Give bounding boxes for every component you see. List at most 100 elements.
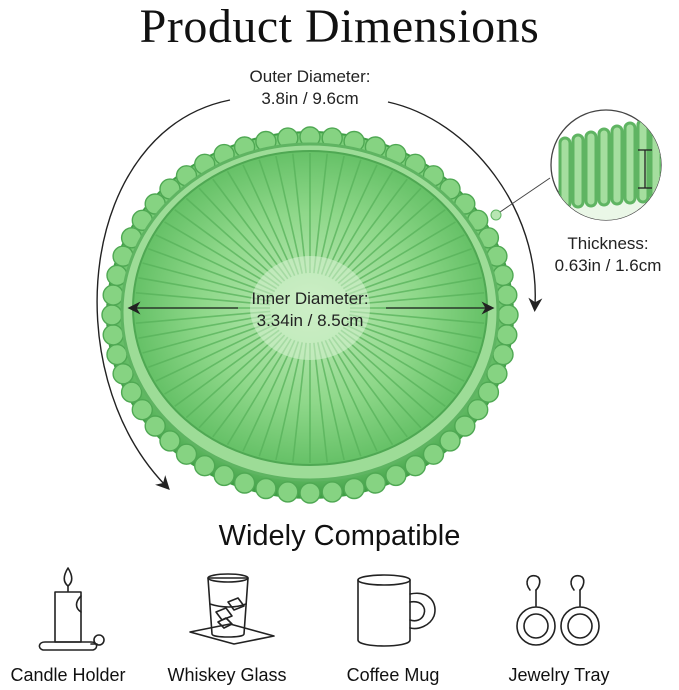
glass-rib	[313, 153, 328, 274]
rim-scallop	[486, 363, 508, 385]
glass-rib	[342, 326, 456, 395]
rim-scallop	[404, 455, 426, 477]
glass-rib	[138, 314, 271, 339]
glass-rib	[155, 234, 276, 293]
rim-scallop	[364, 472, 387, 494]
glass-rib	[242, 339, 296, 452]
glass-rib	[198, 334, 286, 429]
glass-rib	[317, 155, 345, 274]
rim-scallop	[467, 399, 489, 421]
rim-scallop	[213, 464, 235, 487]
glass-rib	[328, 170, 394, 278]
earrings-icon	[516, 574, 600, 646]
use-whiskey-glass-label: Whiskey Glass	[167, 665, 287, 685]
thickness-caption: Thickness:	[567, 234, 649, 253]
rim-scallop	[496, 284, 518, 306]
glass-rib	[317, 342, 345, 461]
glass-rib	[164, 326, 278, 395]
glass-rib	[313, 342, 328, 463]
glass-rib	[226, 338, 292, 446]
glass-rib	[212, 336, 289, 438]
glass-rib	[349, 314, 482, 339]
glass-rib	[275, 342, 303, 461]
outer-diameter-arrow-right	[387, 101, 543, 312]
glass-rib	[331, 178, 408, 280]
glass-rib	[142, 262, 272, 299]
inner-diameter-value: 3.34in / 8.5cm	[256, 311, 364, 330]
use-coffee-mug-label: Coffee Mug	[346, 665, 440, 685]
glass-rib	[135, 310, 271, 324]
glass-rib	[349, 310, 485, 324]
rim-scallop	[321, 481, 343, 503]
outer-diameter-label: Outer Diameter: 3.8in / 9.6cm	[205, 66, 415, 110]
rim-scallop	[112, 363, 134, 385]
glass-rib	[185, 197, 283, 284]
glass-rib	[135, 292, 271, 306]
glass-rib	[344, 234, 465, 293]
glass-rib	[275, 155, 303, 274]
rim-scallop	[131, 399, 154, 421]
outer-diameter-value: 3.8in / 9.6cm	[261, 89, 359, 108]
rim-scallop	[175, 443, 198, 465]
lens-rib	[636, 118, 650, 204]
glass-rib	[320, 159, 362, 275]
compatible-title: Widely Compatible	[218, 520, 461, 552]
rim-scallop	[255, 477, 277, 500]
rim-scallop	[101, 304, 123, 326]
outer-diameter-arrow	[96, 99, 231, 491]
glass-rib	[334, 187, 422, 282]
rim-scallop	[144, 415, 166, 437]
glass-rib	[212, 178, 289, 280]
rim-scallop	[477, 381, 500, 403]
rim-scallop	[277, 481, 299, 503]
page-title: Product Dimensions	[139, 0, 540, 53]
glass-rib	[142, 317, 272, 354]
use-candle-holder-label: Candle Holder	[10, 665, 126, 685]
glass-rib	[324, 164, 378, 277]
lens-rib	[623, 121, 637, 205]
rim-scallop	[159, 430, 181, 452]
glass-rib	[331, 336, 408, 438]
glass-rib	[328, 338, 394, 446]
glass-rib	[348, 317, 478, 354]
glass-rib	[155, 323, 276, 382]
rim-scallop	[454, 415, 476, 437]
rim-scallop	[299, 482, 321, 504]
use-jewelry-tray-label: Jewelry Tray	[508, 665, 610, 685]
inner-diameter-caption: Inner Diameter:	[251, 289, 369, 308]
rim-scallop	[492, 343, 514, 366]
lens-rib	[571, 133, 585, 209]
glass-rib	[348, 262, 478, 299]
glass-rib	[242, 164, 296, 277]
glass-rib	[349, 292, 485, 306]
glass-rib	[337, 332, 435, 419]
glass-rib	[258, 159, 300, 275]
inner-diameter-label: Inner Diameter: 3.34in / 8.5cm	[210, 288, 410, 332]
candle-icon	[38, 567, 105, 651]
glass-rib	[138, 277, 271, 302]
glass-rib	[185, 332, 283, 419]
glass-rib	[340, 209, 446, 287]
lens-rib	[597, 127, 611, 207]
lens-rib	[664, 114, 674, 200]
glass-rib	[292, 153, 307, 274]
glass-rib	[344, 323, 465, 382]
rim-scallop	[385, 464, 407, 487]
glass-rib	[174, 209, 280, 287]
outer-diameter-caption: Outer Diameter:	[249, 67, 371, 86]
use-jewelry-tray: Jewelry Tray	[484, 560, 634, 690]
glass-rib	[324, 339, 378, 452]
rim-scallop	[106, 343, 128, 366]
glass-rib	[337, 197, 435, 284]
glass-rib	[292, 342, 307, 463]
coffee-mug-icon	[357, 574, 436, 647]
rim-scallop	[233, 472, 256, 494]
glass-rib	[258, 341, 300, 457]
glass-rib	[226, 170, 292, 278]
rim-scallop	[102, 284, 124, 306]
glass-rib	[174, 329, 280, 407]
glass-rib	[148, 320, 274, 369]
rim-scallop	[497, 304, 519, 326]
